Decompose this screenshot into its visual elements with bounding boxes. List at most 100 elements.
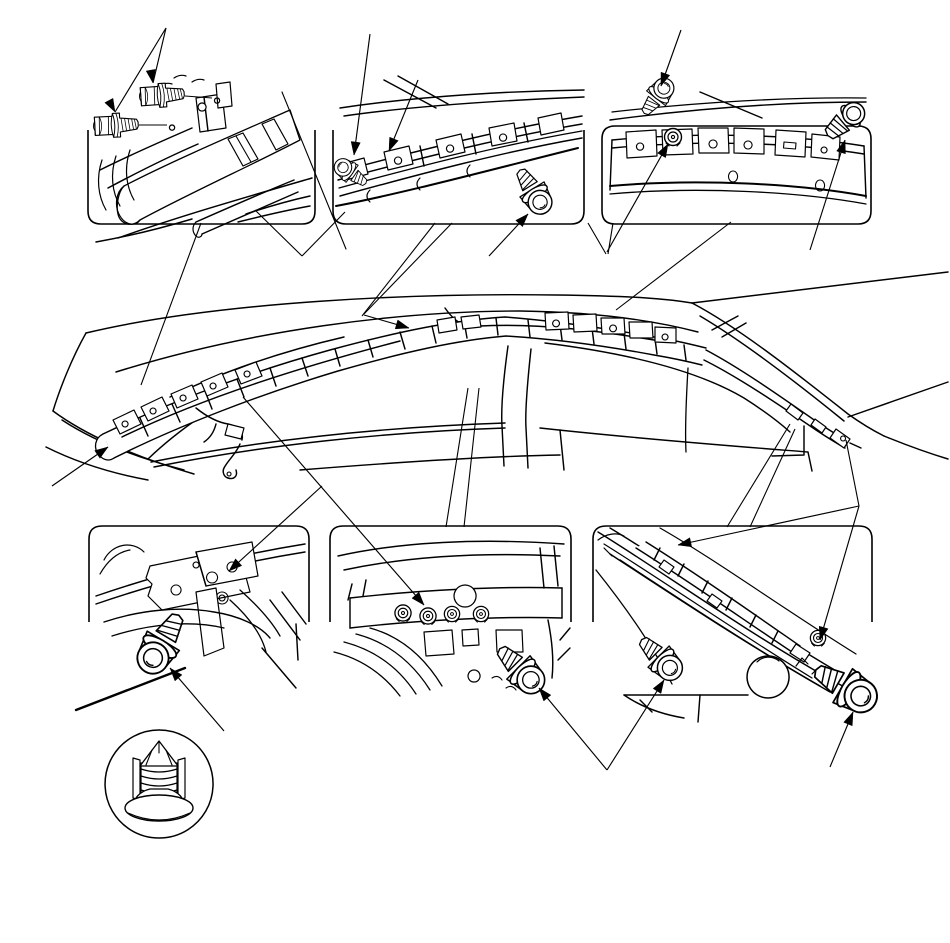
b1-collar-1b [235,135,252,163]
strap-fit-1 [785,403,804,421]
car-rear-tick-2 [721,322,747,338]
b3-skin-d1 [699,91,763,119]
tab-r3 [600,317,626,335]
b3-skin-1 [609,101,867,121]
clip-rib-1 [140,768,178,773]
car-bpillar-2 [525,348,532,469]
wedge-6-right [749,428,796,528]
b5-panel-bot [349,616,563,629]
b1-pipe-body [116,109,301,225]
arrow-6-rail-head [677,537,692,548]
b4-trim-3 [229,599,267,653]
harness-dot [226,471,232,477]
wedge-1-left [254,209,303,257]
arrow-2c-head [388,136,399,152]
b4-headliner-1 [103,544,145,561]
b2-skin-d2 [397,75,449,105]
b6-bag-tick-4 [725,597,733,611]
b6-pillar-5 [603,543,813,679]
clip-rib-3 [140,782,178,787]
car-rear-deck [883,435,949,460]
nut-3-nut-fastener [663,127,683,147]
car-roof-rear-edge [691,271,949,304]
b4-trim-4 [239,589,281,637]
b5-hatch-2 [557,647,571,661]
b5-arch-3 [355,633,431,691]
arrow-4-bracket-head [228,558,243,572]
clip-cone-il [145,749,153,766]
b2-tick-3 [523,122,529,143]
clip-cone-ir [165,749,173,766]
harness-pigtail [227,469,238,480]
b4-hole-2 [206,571,219,584]
b5-arch-1 [333,651,401,697]
b4-plate-fold [195,551,207,587]
tab-f4-hole [209,382,217,390]
leader-b1-hole-2 [184,95,213,99]
b1-pipe-bot-2 [107,143,199,189]
car-window-rear-top [544,342,791,433]
b1-hole-2 [213,97,221,104]
b2-tab-1 [383,145,414,171]
leader-1-module [140,222,202,386]
tab-r1 [544,311,570,331]
car-belt-rear [539,427,813,472]
b2-rail-2b [338,130,583,189]
b5-arch-4 [369,627,443,687]
harness-wire-2 [222,443,241,479]
car-apillar [52,332,87,412]
b3-tab-3-hole [708,139,718,149]
b5-smallhole [467,669,481,683]
strap-tail [849,442,862,449]
nut-5b-nut-fastener [419,607,437,626]
arrow-3-clip-head [836,139,846,155]
b1-heat-3 [125,149,135,201]
wedge-2-left [361,222,436,317]
b4-hole-1 [170,584,182,596]
b6-bag-tick-5 [749,614,757,628]
tab-r5 [654,326,677,344]
module-bottom [113,335,703,459]
b4-door-1 [269,599,301,641]
b1-pipe-small-2 [195,179,295,223]
box-5 [329,525,572,622]
b2-skin-d1 [383,79,437,109]
b2-tick-1 [419,145,425,167]
car-rear-door-shut [684,367,689,453]
b2-skin-2 [343,96,585,117]
arrow-4-bracket-line [228,485,323,572]
b6-speaker [746,655,790,699]
b1-strap-line [281,91,347,250]
b6-squiggle [639,699,653,713]
b1-bracket-fold [203,96,209,132]
b1-stud [197,102,207,112]
arrow-3-nut-head [657,143,669,158]
b4-headliner-2 [99,549,131,575]
bolt-5-iso-fastener [496,645,546,695]
arrow-4-bolt-head [169,667,183,682]
b6-bag-bot [645,541,801,647]
b5-cut-1 [423,629,455,657]
arrow-5-main-line [242,396,425,606]
b2-flange-arc [335,147,579,207]
b1-mark-3 [191,78,205,83]
strap-fit-2 [810,418,827,434]
b6-bag-tick-1 [653,547,661,561]
arrow-6-bolt-left-line [606,679,665,771]
b2-tab-4 [537,112,565,136]
bolt-4-iso-fastener [136,613,184,675]
car-door-shut [559,429,565,471]
b5-cut-3 [495,629,524,653]
car-rear-tick-1 [711,315,739,331]
module-tick-16 [623,332,627,350]
clip-circle [104,729,214,839]
b5-right-v2 [553,545,559,587]
harness-stub [203,423,217,443]
bracket-mid-1 [436,316,458,334]
b5-arch-2 [343,641,417,695]
tab-f1-hole [121,420,129,428]
nut-5a-nut-fastener [394,604,412,623]
bolt-2-iso-fastener [516,168,553,215]
b6-end-bracket [789,643,811,663]
car-roof-outer [85,293,693,334]
